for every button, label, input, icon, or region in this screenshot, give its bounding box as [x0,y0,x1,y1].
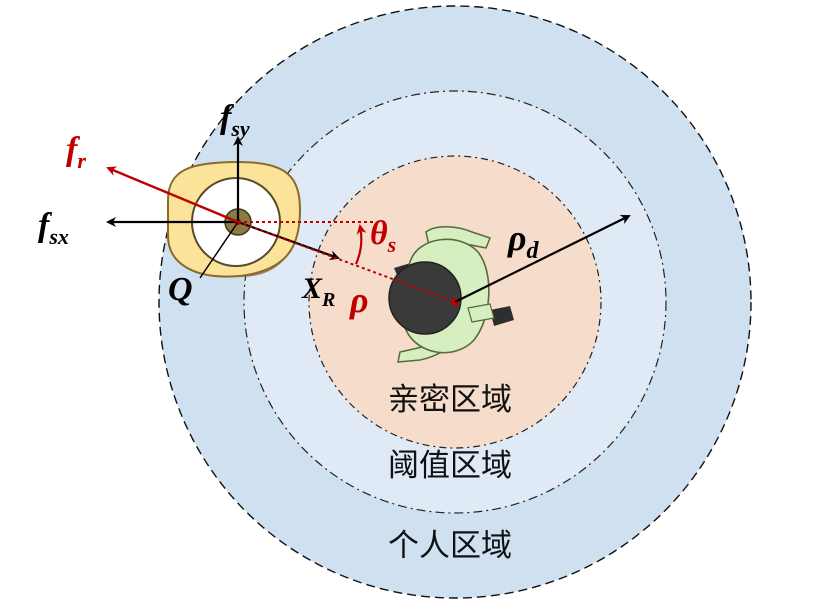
theta-arc [354,224,367,265]
fr-arrow [106,166,239,224]
rhod-arrow [454,215,631,303]
threshold-zone-label: 阈值区域 [388,448,512,484]
q-leader-line [199,221,239,279]
xr-arrow [237,220,340,260]
personal-zone-label: 个人区域 [388,528,512,564]
intimate-zone-label: 亲密区域 [388,382,512,418]
xr-label: XR [301,272,335,311]
rho-label: ρ [349,280,369,320]
theta-label: θs [370,215,396,257]
rho-distance-line [237,221,456,303]
fsy-label: fsy [220,99,250,141]
q-label: Q [168,271,193,308]
human-top-view-icon [388,226,514,363]
human-head [388,261,462,335]
rhod-label: ρd [507,218,540,264]
fsx-label: fsx [38,207,69,249]
fr-label: fr [66,131,86,173]
